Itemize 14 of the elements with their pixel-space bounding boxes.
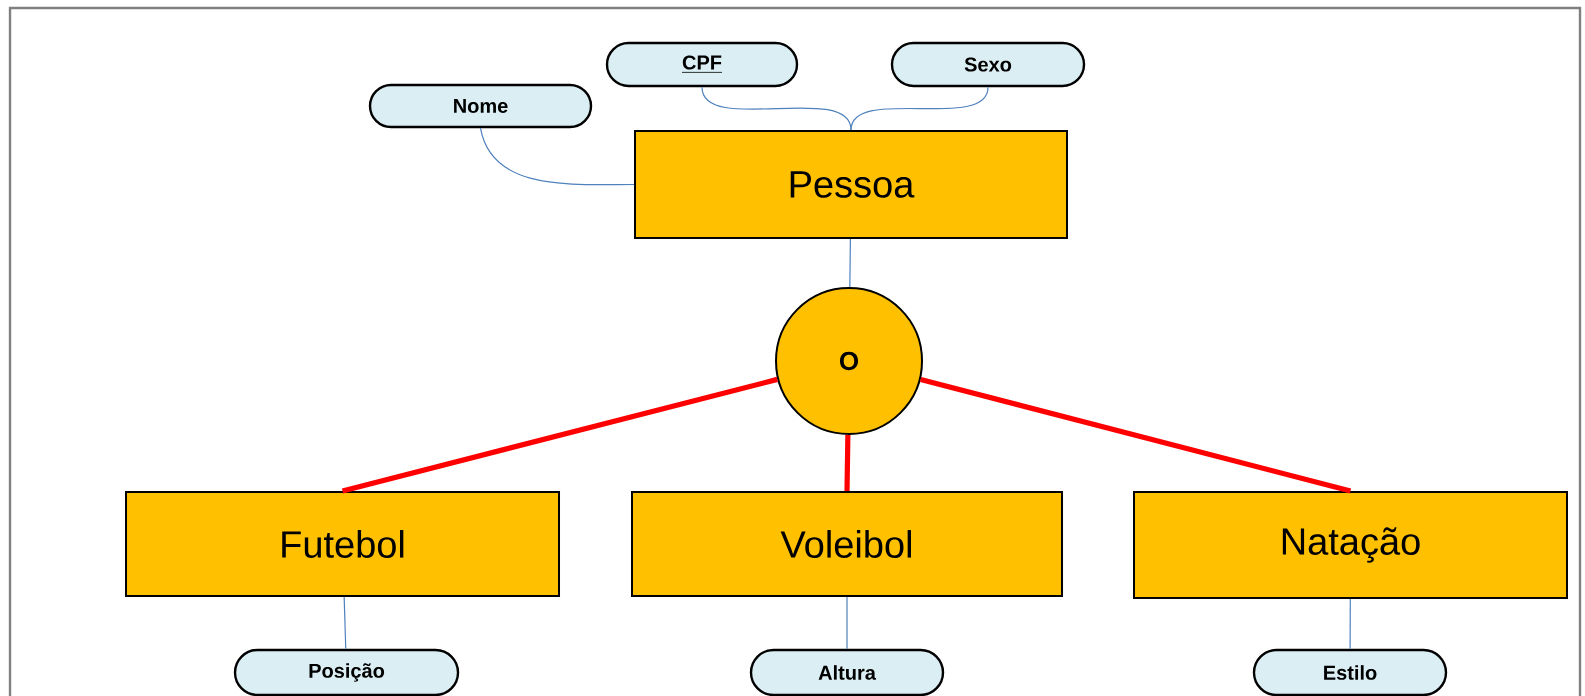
entity-box: Futebol — [125, 491, 560, 597]
connector-line — [701, 86, 852, 131]
entity-box: Natação — [1133, 491, 1568, 599]
connector-line — [846, 596, 848, 650]
connector-line — [341, 376, 778, 494]
connector-line — [479, 127, 635, 186]
entity-box: Voleibol — [631, 491, 1063, 597]
connector-line — [849, 238, 851, 288]
connector-line — [844, 434, 851, 492]
connector-line — [920, 377, 1352, 494]
entity-box: Pessoa — [634, 130, 1068, 239]
connector-line — [850, 86, 989, 131]
connector-line — [1349, 598, 1351, 650]
connector-line — [343, 596, 347, 650]
